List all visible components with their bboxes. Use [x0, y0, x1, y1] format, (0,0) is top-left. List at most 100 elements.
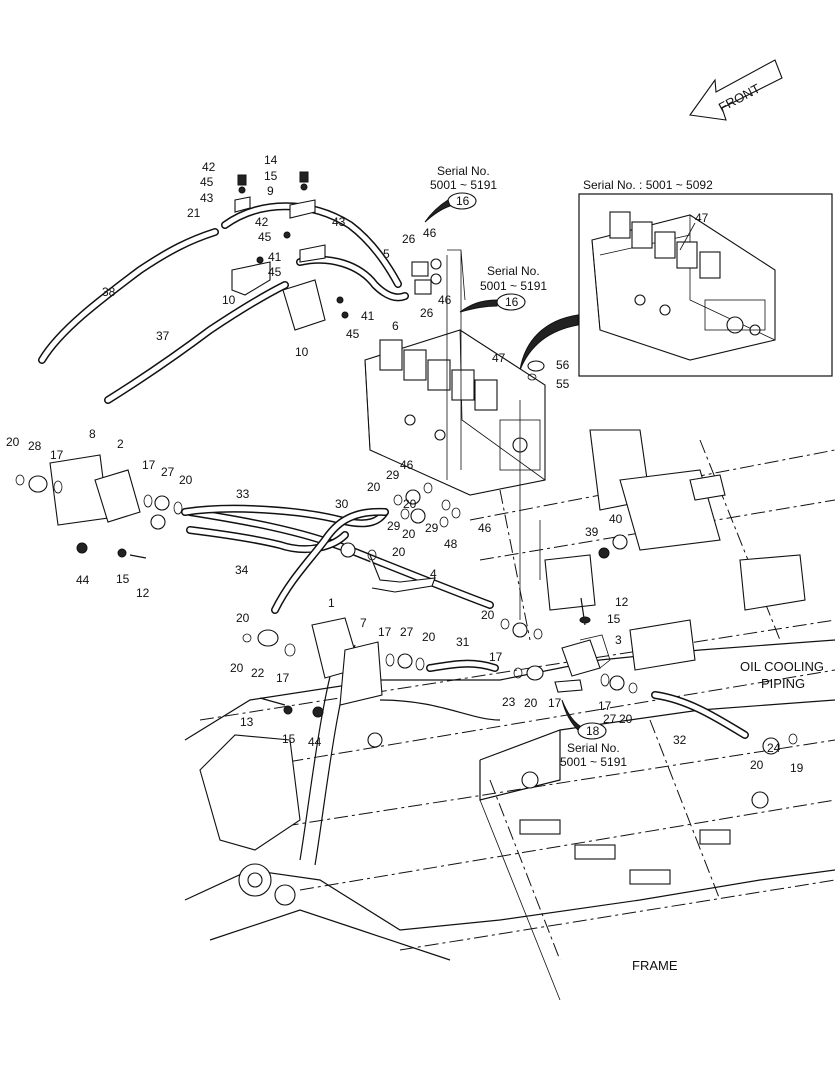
callout-number: 42	[255, 215, 269, 229]
callout-number: 2	[117, 437, 124, 451]
hoses	[38, 202, 749, 739]
callout-number: 28	[28, 439, 42, 453]
callout-number: 55	[556, 377, 570, 391]
callout-number: 1	[328, 596, 335, 610]
callout-number: 15	[282, 732, 296, 746]
callout-number: 46	[423, 226, 437, 240]
inset-box: Serial No. : 5001 ~ 5092 47	[578, 178, 833, 377]
callout-number: 33	[236, 487, 250, 501]
callout-number: 20	[524, 696, 538, 710]
callout-number: 20	[230, 661, 244, 675]
callout-number: 20	[179, 473, 193, 487]
callout-number: 17	[378, 625, 392, 639]
callout-number: 48	[444, 537, 458, 551]
serial-note-3: 18 Serial No. 5001 ~ 5191	[560, 699, 627, 769]
callout-number: 42	[202, 160, 216, 174]
callout-number: 26	[420, 306, 434, 320]
callout-number: 15	[607, 612, 621, 626]
callout-number: 10	[222, 293, 236, 307]
callout-number: 27	[161, 465, 175, 479]
callout-number: 17	[548, 696, 562, 710]
callout-number: 12	[136, 586, 150, 600]
callout-number: 20	[403, 497, 417, 511]
callout-number: 20	[750, 758, 764, 772]
callout-number: 20	[236, 611, 250, 625]
callout-number: 15	[116, 572, 130, 586]
callout-number: 19	[790, 761, 804, 775]
callout-number: 43	[332, 215, 346, 229]
callout-number: 7	[360, 616, 367, 630]
section-title-line2: PIPING	[761, 676, 805, 691]
callout-number: 24	[767, 741, 781, 755]
callout-number: 34	[235, 563, 249, 577]
callout-number: 20	[392, 545, 406, 559]
callout-number: 27	[400, 625, 414, 639]
section-title-line1: OIL COOLING	[740, 659, 824, 674]
callout-number: 41	[361, 309, 375, 323]
parts	[15, 171, 798, 755]
callout-number: 29	[386, 468, 400, 482]
callout-number: 17	[276, 671, 290, 685]
callout-number: 14	[264, 153, 278, 167]
callout-number: 22	[251, 666, 265, 680]
callout-number: 40	[609, 512, 623, 526]
frame-label: FRAME	[632, 958, 678, 973]
serial-note-2: Serial No. 5001 ~ 5191 16	[459, 264, 547, 313]
inset-part-number: 47	[695, 211, 709, 225]
svg-text:Serial No.: Serial No.	[567, 741, 620, 755]
callout-number: 20	[481, 608, 495, 622]
callout-number: 27	[603, 712, 617, 726]
svg-text:16: 16	[505, 295, 519, 309]
callout-number: 12	[615, 595, 629, 609]
callout-number: 45	[200, 175, 214, 189]
front-arrow-icon: FRONT	[689, 59, 783, 121]
callout-number: 29	[387, 519, 401, 533]
callout-number: 20	[619, 712, 633, 726]
callout-number: 21	[187, 206, 201, 220]
callout-number: 3	[615, 633, 622, 647]
callout-number: 39	[585, 525, 599, 539]
frame-outline	[184, 429, 835, 1001]
callout-number: 46	[438, 293, 452, 307]
callout-number: 47	[492, 351, 506, 365]
svg-text:18: 18	[586, 724, 600, 738]
callout-number: 17	[142, 458, 156, 472]
serial-note-1: Serial No. 5001 ~ 5191 16	[424, 164, 497, 223]
svg-text:Serial No.: Serial No.	[437, 164, 490, 178]
svg-text:5001 ~ 5191: 5001 ~ 5191	[480, 279, 547, 293]
callout-number: 17	[489, 650, 503, 664]
callout-number: 9	[267, 184, 274, 198]
callout-number: 29	[425, 521, 439, 535]
callout-number: 17	[598, 699, 612, 713]
callout-number: 20	[422, 630, 436, 644]
callout-number: 15	[264, 169, 278, 183]
callout-number: 4	[430, 567, 437, 581]
callout-number: 41	[268, 250, 282, 264]
callout-number: 17	[50, 448, 64, 462]
callout-number: 23	[502, 695, 516, 709]
inset-title: Serial No. : 5001 ~ 5092	[583, 178, 713, 192]
callout-number: 5	[383, 247, 390, 261]
callout-number: 26	[402, 232, 416, 246]
callout-number: 56	[556, 358, 570, 372]
callout-number: 32	[673, 733, 687, 747]
callout-number: 20	[367, 480, 381, 494]
callout-number: 45	[268, 265, 282, 279]
callout-number: 10	[295, 345, 309, 359]
callout-number: 44	[308, 735, 322, 749]
callout-number: 31	[456, 635, 470, 649]
callout-number: 8	[89, 427, 96, 441]
inset-control-valve-drawing	[591, 211, 776, 361]
callout-number: 45	[346, 327, 360, 341]
callout-number: 20	[402, 527, 416, 541]
callout-number: 38	[102, 285, 116, 299]
callout-number: 43	[200, 191, 214, 205]
callout-number: 37	[156, 329, 170, 343]
callout-number: 6	[392, 319, 399, 333]
svg-text:5001 ~ 5191: 5001 ~ 5191	[430, 178, 497, 192]
callout-number: 46	[478, 521, 492, 535]
callout-number: 20	[6, 435, 20, 449]
